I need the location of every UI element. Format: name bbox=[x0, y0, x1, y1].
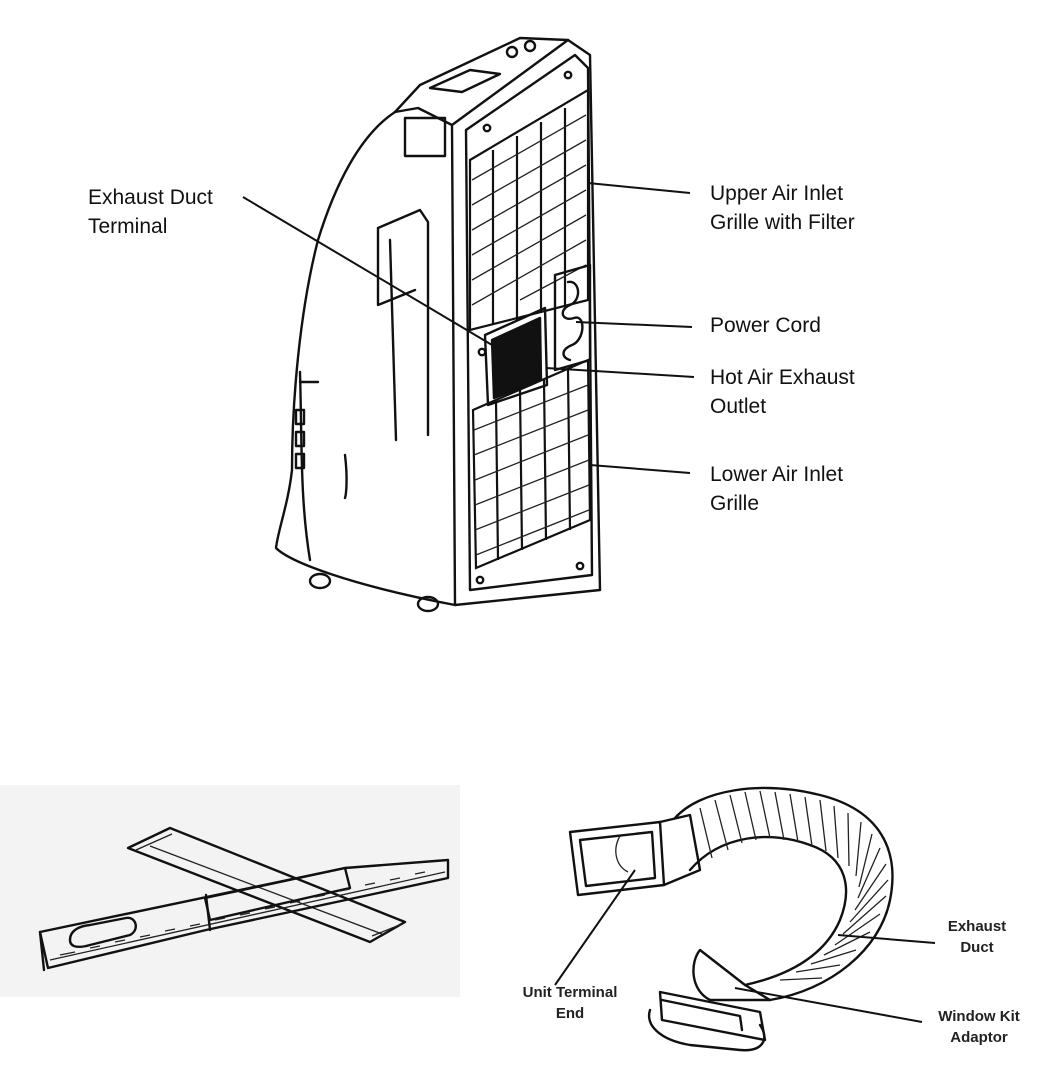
unit-top bbox=[395, 38, 568, 112]
label-unit-terminal-end: Unit Terminal End bbox=[505, 982, 635, 1024]
unit-wheel-left bbox=[310, 574, 330, 588]
window-kit-panels bbox=[0, 785, 460, 997]
label-exhaust-duct: Exhaust Duct bbox=[932, 916, 1022, 958]
label-hot-air-exhaust-outlet: Hot Air Exhaust Outlet bbox=[710, 363, 855, 421]
power-cord bbox=[555, 265, 590, 370]
leader-unit-terminal-end bbox=[555, 870, 635, 985]
leader-window-kit-adaptor bbox=[735, 988, 922, 1022]
label-window-kit-adaptor: Window Kit Adaptor bbox=[920, 1006, 1038, 1048]
unit-handle bbox=[378, 210, 428, 440]
leader-lower-air-inlet bbox=[590, 465, 690, 473]
label-exhaust-duct-terminal: Exhaust Duct Terminal bbox=[88, 183, 213, 241]
label-lower-air-inlet-grille: Lower Air Inlet Grille bbox=[710, 460, 843, 518]
leader-exhaust-duct-terminal bbox=[243, 197, 492, 345]
leader-power-cord bbox=[576, 322, 692, 327]
air-conditioner-unit bbox=[243, 38, 694, 611]
leader-exhaust-duct bbox=[838, 935, 935, 943]
label-power-cord: Power Cord bbox=[710, 311, 821, 340]
leader-upper-air-inlet bbox=[588, 183, 690, 193]
label-upper-air-inlet-grille: Upper Air Inlet Grille with Filter bbox=[710, 179, 855, 237]
